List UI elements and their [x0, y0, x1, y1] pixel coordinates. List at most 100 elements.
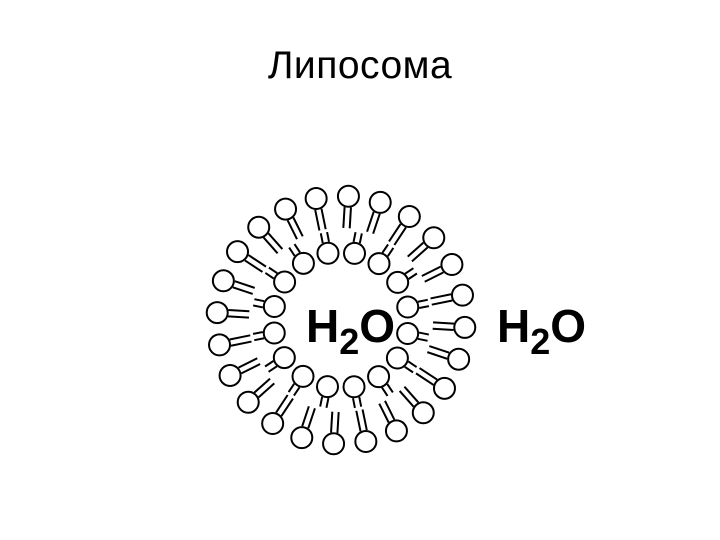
- inner-lipid-head: [367, 365, 391, 389]
- inner-lipid-tail: [408, 272, 418, 280]
- outer-lipid-tail: [355, 410, 362, 432]
- outer-lipid-tail: [227, 315, 250, 319]
- outer-lipid: [247, 215, 284, 254]
- inner-lipid-head: [291, 251, 315, 275]
- outer-lipid-tail: [432, 327, 454, 331]
- outer-lipid-head: [447, 347, 471, 371]
- outer-lipid-head: [236, 390, 260, 414]
- outer-lipid-tail: [247, 254, 267, 268]
- inner-lipid-tail: [417, 298, 428, 303]
- outer-lipid-tail: [372, 213, 381, 235]
- outer-lipid-head: [304, 187, 328, 211]
- outer-lipid-tail: [336, 411, 340, 434]
- outer-lipid-head: [218, 363, 242, 387]
- outer-lipid: [378, 400, 408, 443]
- outer-lipid-tail: [240, 363, 261, 375]
- inner-lipid-tail: [293, 243, 301, 253]
- outer-lipid-head: [205, 301, 229, 325]
- inner-lipid-head: [273, 270, 297, 294]
- inner-lipid-tail: [417, 337, 428, 342]
- inner-lipid-tail: [418, 305, 430, 309]
- inner-lipid-tail: [254, 298, 265, 303]
- outer-lipid-head: [384, 419, 408, 443]
- outer-lipid-tail: [286, 219, 298, 240]
- water-inside-tail: O: [359, 300, 396, 352]
- inner-lipid-tail: [407, 360, 418, 368]
- outer-lipid: [261, 394, 294, 435]
- outer-lipid: [226, 240, 267, 273]
- water-outside-label: H2O: [497, 303, 586, 360]
- outer-lipid-tail: [428, 345, 450, 354]
- outer-lipid: [388, 205, 421, 246]
- inner-lipid-tail: [358, 396, 363, 407]
- water-inside-base: H: [306, 300, 340, 352]
- outer-lipid-tail: [407, 241, 425, 258]
- inner-lipid: [367, 365, 394, 397]
- outer-lipid-tail: [229, 334, 251, 341]
- outer-lipid: [398, 386, 435, 425]
- outer-lipid-head: [422, 226, 446, 250]
- outer-lipid: [208, 333, 252, 357]
- outer-lipid-tail: [238, 357, 258, 369]
- inner-lipid-tail: [268, 266, 278, 275]
- outer-lipid-head: [322, 432, 346, 456]
- inner-lipid-tail: [264, 272, 275, 280]
- inner-lipid: [396, 295, 430, 319]
- inner-lipid: [288, 243, 315, 275]
- inner-lipid-head: [316, 241, 340, 265]
- outer-lipid-tail: [262, 236, 279, 254]
- outer-lipid-tail: [366, 211, 375, 233]
- inner-lipid-tail: [418, 331, 430, 336]
- inner-lipid: [252, 321, 286, 345]
- outer-lipid-tail: [330, 411, 334, 433]
- outer-lipid-tail: [418, 367, 438, 381]
- outer-lipid: [211, 269, 256, 295]
- outer-lipid: [218, 357, 261, 387]
- outer-lipid-head: [440, 253, 464, 277]
- outer-lipid: [432, 315, 477, 339]
- inner-lipid-head: [291, 364, 315, 388]
- outer-lipid-head: [208, 333, 232, 357]
- inner-lipid: [396, 322, 430, 346]
- outer-lipid: [421, 253, 464, 283]
- water-inside-subscript: 2: [339, 321, 360, 362]
- inner-lipid: [315, 375, 339, 409]
- outer-lipid: [407, 226, 446, 263]
- outer-lipid-head: [453, 315, 477, 339]
- inner-lipid-tail: [254, 337, 265, 342]
- inner-lipid-head: [396, 322, 420, 346]
- outer-lipid: [322, 411, 346, 456]
- outer-lipid-tail: [244, 259, 264, 273]
- outer-lipid-tail: [267, 232, 284, 250]
- outer-lipid-tail: [280, 397, 294, 417]
- outer-lipid-tail: [415, 372, 435, 386]
- outer-lipid-tail: [307, 407, 316, 429]
- outer-lipid: [366, 190, 392, 235]
- inner-lipid-head: [396, 295, 420, 319]
- outer-lipid-tail: [230, 340, 252, 347]
- outer-lipid-tail: [320, 208, 327, 230]
- outer-lipid-tail: [253, 377, 271, 394]
- water-inside-label: H2O: [306, 300, 396, 360]
- outer-lipid-tail: [275, 394, 289, 414]
- outer-lipid-tail: [361, 409, 368, 431]
- inner-lipid-tail: [404, 267, 414, 275]
- inner-lipid-tail: [352, 397, 356, 409]
- inner-lipid: [385, 346, 418, 374]
- outer-lipid: [426, 345, 471, 371]
- outer-lipid: [354, 409, 378, 453]
- inner-lipid-tail: [325, 397, 330, 409]
- outer-lipid-tail: [348, 207, 352, 229]
- inner-lipid-tail: [381, 243, 389, 254]
- outer-lipid-tail: [424, 271, 444, 283]
- water-outside-subscript: 2: [530, 321, 551, 362]
- outer-lipid-head: [336, 184, 360, 208]
- outer-lipid-tail: [378, 403, 390, 423]
- inner-lipid-head: [367, 252, 391, 276]
- outer-lipid-head: [226, 240, 250, 264]
- outer-lipid-tail: [342, 206, 346, 229]
- outer-lipid-head: [274, 197, 298, 221]
- inner-lipid-head: [385, 346, 409, 370]
- inner-lipid-tail: [352, 231, 357, 243]
